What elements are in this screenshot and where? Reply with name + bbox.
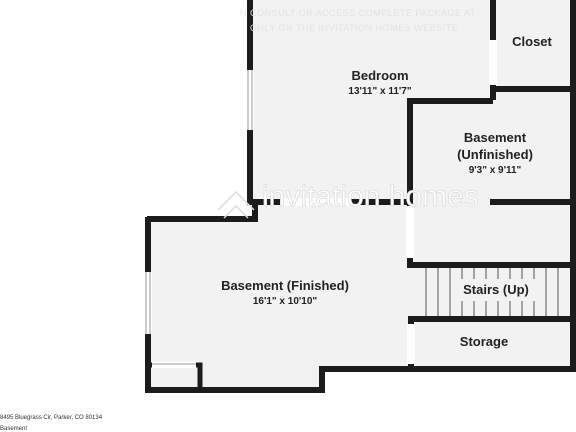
window-bedroom [246,70,254,130]
door-opening-storage [407,324,415,364]
room-name-bedroom: Bedroom [351,68,408,83]
door-opening-unfinished [406,206,414,258]
watermark-logo-icon [217,190,255,219]
outer-wall-notch-top [147,203,258,222]
door-opening-closet [489,40,497,85]
room-name-closet: Closet [512,34,552,49]
door-opening-bedroom [280,198,350,206]
room-name-unfinished-1: Basement [464,130,527,145]
room-name-unfinished-2: (Unfinished) [457,147,533,162]
level-caption: Basement [0,426,28,432]
address-caption: 8495 Bluegrass Cir, Parker, CO 80134 [0,415,103,421]
watermark-logo: invitation homes [262,180,479,213]
stairs-label-bg [452,279,540,301]
room-dims-bedroom: 13'11" x 11'7" [348,86,411,97]
room-name-finished: Basement (Finished) [221,278,349,293]
room-dims-unfinished: 9'3" x 9'11" [469,165,522,176]
window-finished [144,272,152,334]
watermark-line-1: N CONSULT OR ACCESS COMPLETE PACKAGE AT [240,8,476,18]
room-name-stairs: Stairs (Up) [463,282,529,297]
room-dims-finished: 16'1" x 10'10" [253,296,318,307]
watermark-line-2: ONLY ON THE INVITATION HOMES WEBSITE [250,23,458,33]
window-nook [152,362,196,368]
room-name-storage: Storage [460,334,508,349]
outer-wall-bottom [145,366,576,393]
